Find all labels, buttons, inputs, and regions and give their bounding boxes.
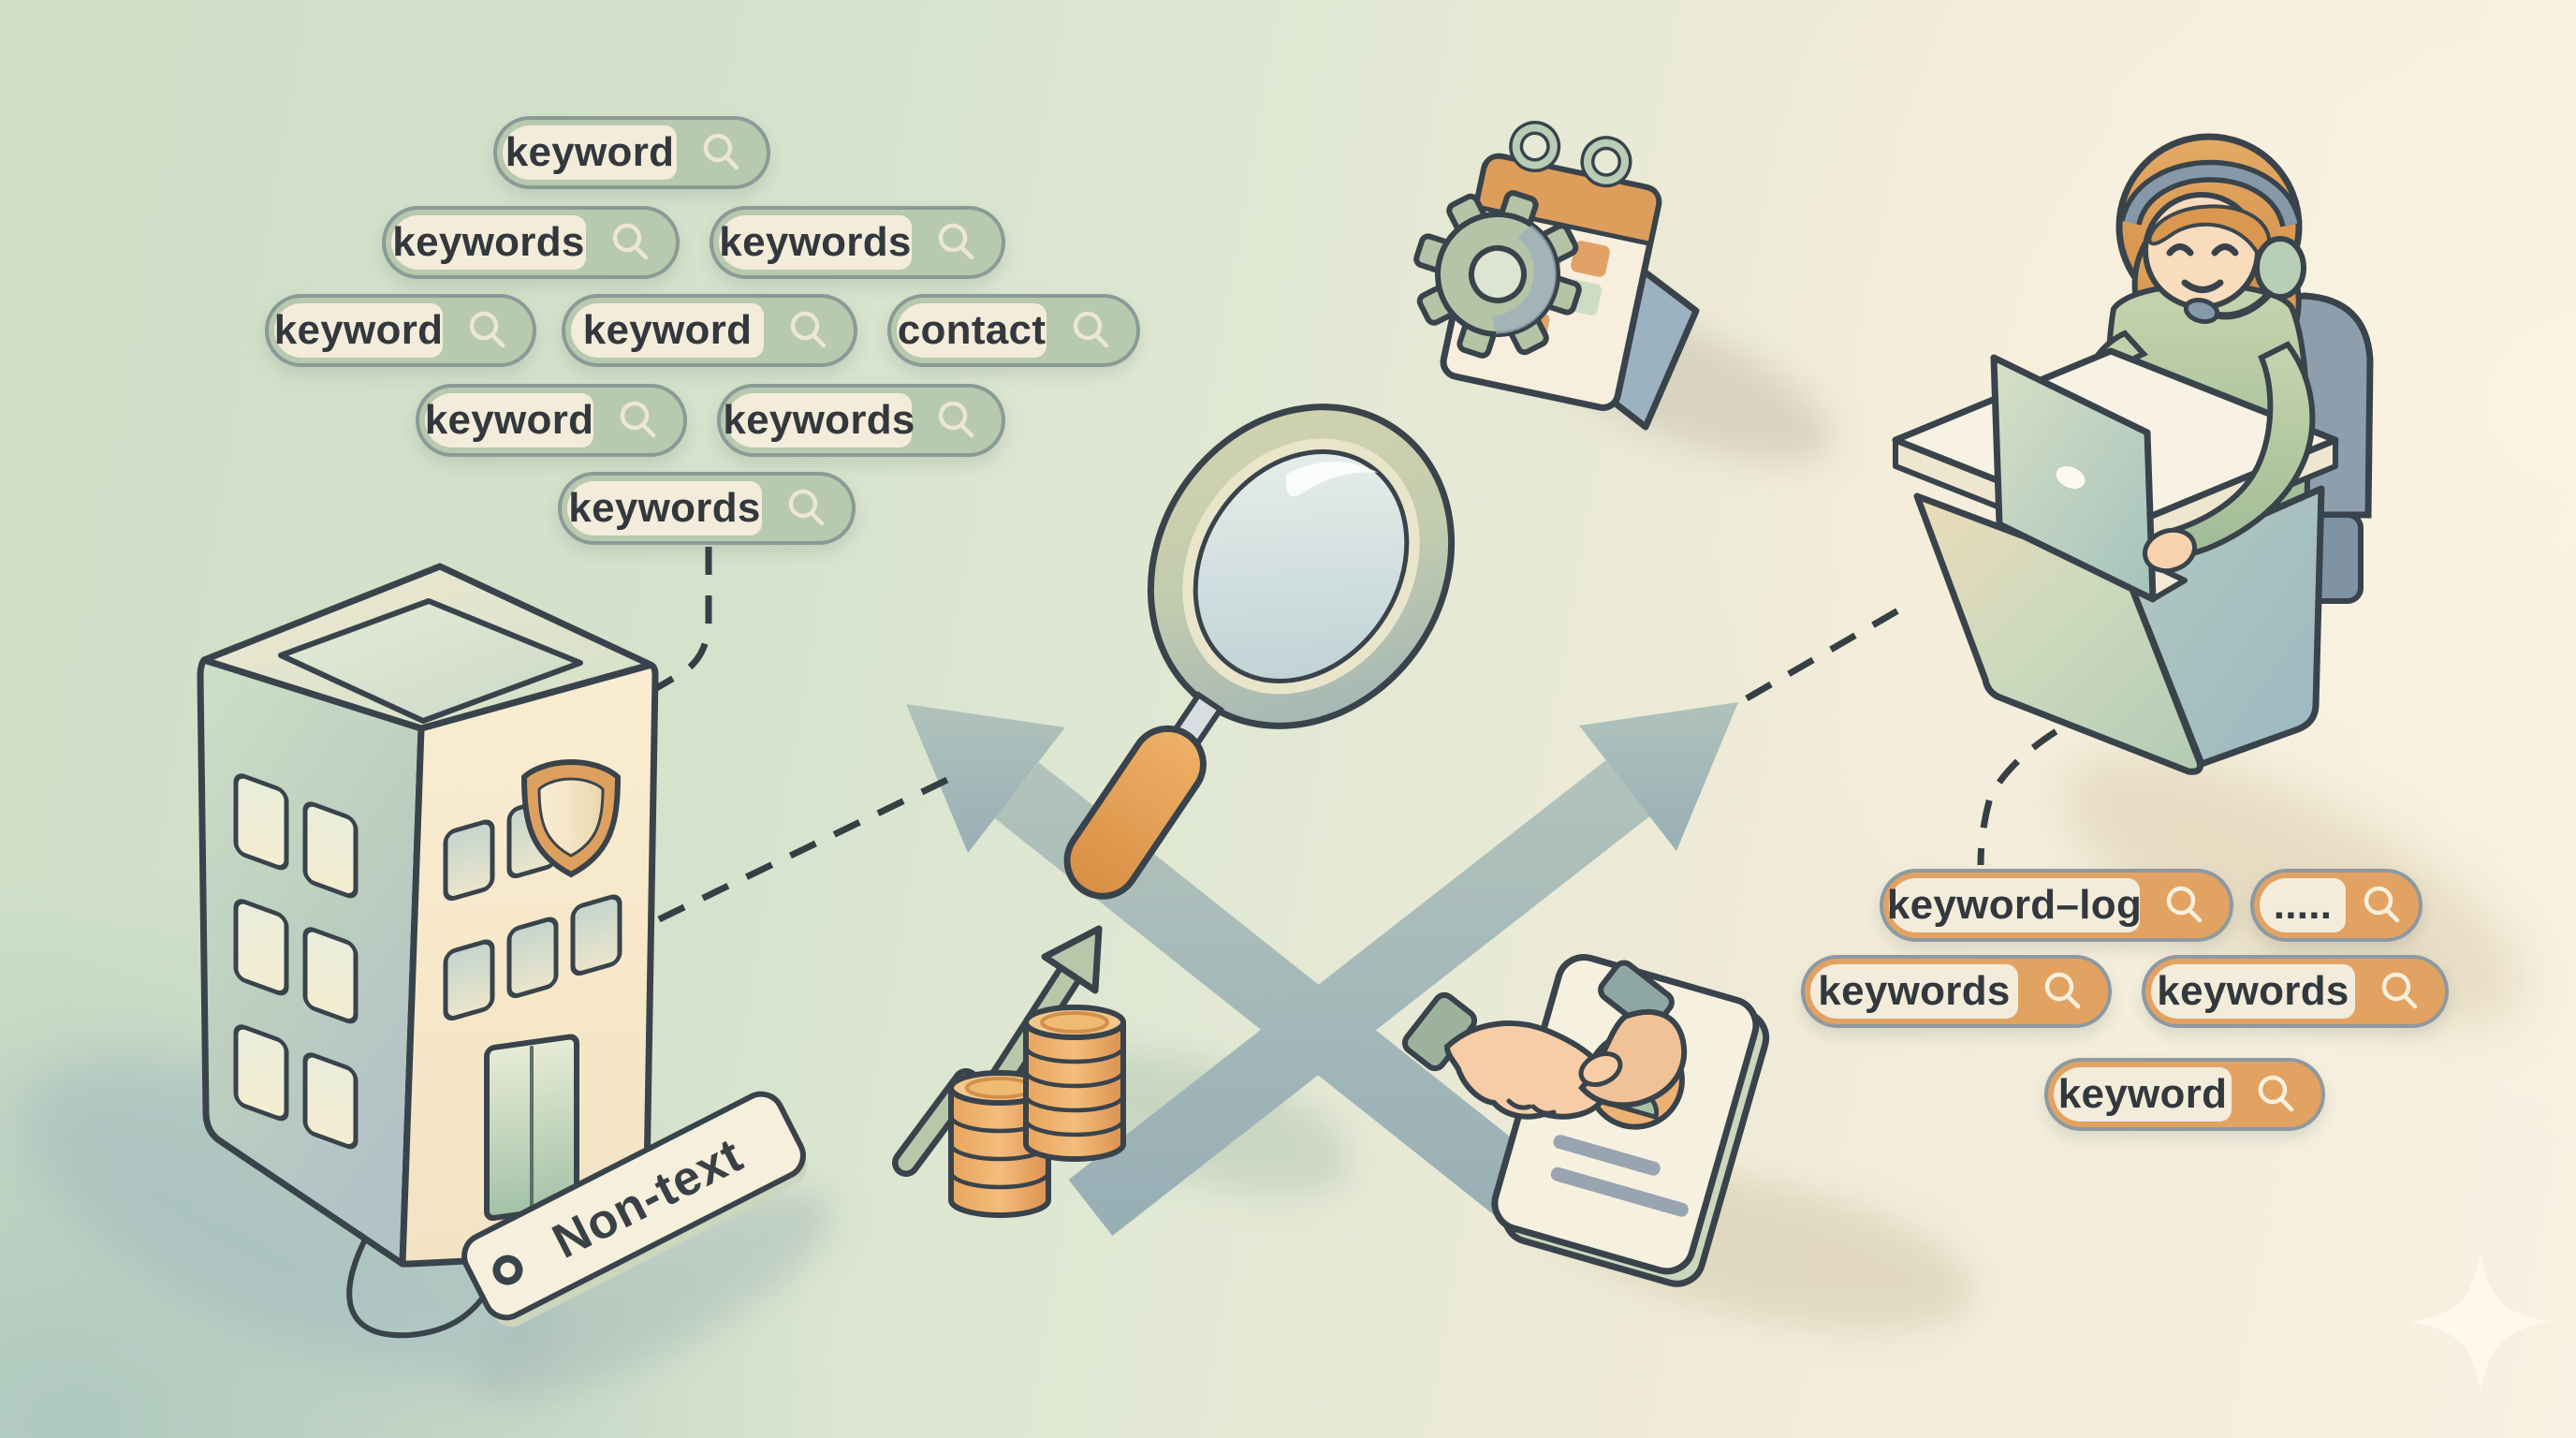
search-pill[interactable]: ..... bbox=[2250, 869, 2422, 942]
coin-stack-tall bbox=[1023, 1005, 1126, 1162]
search-pill-label: keyword–log bbox=[1887, 878, 2142, 932]
search-pill[interactable]: keyword–log bbox=[1880, 869, 2233, 942]
search-icon bbox=[469, 311, 505, 348]
search-pill-label: keywords bbox=[723, 393, 915, 448]
search-pill[interactable]: keyword bbox=[416, 384, 687, 457]
search-icon bbox=[938, 223, 974, 260]
headset-icon bbox=[2119, 159, 2306, 325]
search-pill[interactable]: keywords bbox=[558, 472, 856, 545]
search-pill[interactable]: keyword bbox=[2044, 1058, 2325, 1131]
search-pill[interactable]: keywords bbox=[717, 384, 1005, 457]
agent-hand bbox=[2143, 527, 2197, 574]
tag-string bbox=[346, 1233, 497, 1339]
search-button[interactable] bbox=[2018, 959, 2108, 1024]
search-pill-label: contact bbox=[897, 303, 1046, 358]
search-pill-label: keywords bbox=[2151, 964, 2355, 1019]
search-button[interactable] bbox=[912, 388, 1002, 453]
handshake-icon bbox=[1401, 954, 1770, 1287]
laptop-icon bbox=[1990, 354, 2188, 603]
shield-icon bbox=[520, 758, 622, 878]
search-icon bbox=[938, 401, 974, 438]
search-pill-label: keyword bbox=[2054, 1067, 2232, 1122]
connector-pills-to-building bbox=[640, 547, 712, 700]
search-icon bbox=[620, 401, 656, 438]
search-pill[interactable]: keywords bbox=[1801, 955, 2112, 1028]
search-pill-label: keywords bbox=[719, 215, 912, 270]
search-pill[interactable]: keyword bbox=[562, 294, 857, 367]
search-icon bbox=[2044, 972, 2081, 1009]
search-icon bbox=[2166, 886, 2203, 923]
search-icon bbox=[788, 489, 825, 526]
search-pill[interactable]: keyword bbox=[493, 116, 770, 189]
search-icon bbox=[1073, 311, 1109, 348]
search-button[interactable] bbox=[677, 120, 767, 185]
search-pill-label: keyword bbox=[571, 303, 764, 358]
search-icon bbox=[612, 223, 649, 260]
connector-arrow-to-desk bbox=[1745, 607, 1900, 702]
search-pill-label: keywords bbox=[391, 215, 586, 270]
calendar-icon bbox=[1413, 121, 1700, 431]
calendar-rings bbox=[1509, 121, 1632, 188]
search-button[interactable] bbox=[593, 388, 683, 453]
search-pill[interactable]: keywords bbox=[710, 206, 1005, 279]
search-pill-label: keyword bbox=[425, 393, 593, 448]
sparkle-icon bbox=[2410, 1252, 2551, 1392]
search-pill-label: keywords bbox=[567, 481, 762, 536]
building-icon bbox=[197, 563, 659, 1268]
connector-lines bbox=[640, 547, 2100, 923]
search-button[interactable] bbox=[2355, 959, 2445, 1024]
search-button[interactable] bbox=[912, 210, 1002, 275]
search-button[interactable] bbox=[762, 476, 852, 541]
search-pill[interactable]: contact bbox=[887, 294, 1140, 367]
search-pill[interactable]: keywords bbox=[382, 206, 680, 279]
search-button[interactable] bbox=[764, 298, 854, 363]
gear-icon bbox=[1413, 190, 1582, 359]
search-pill[interactable]: keywords bbox=[2142, 955, 2449, 1028]
coins-icon bbox=[892, 925, 1126, 1218]
search-button[interactable] bbox=[1046, 298, 1136, 363]
search-button[interactable] bbox=[2140, 873, 2230, 938]
building-windows-left bbox=[233, 773, 359, 1150]
search-icon bbox=[790, 311, 827, 348]
search-pill-label: ..... bbox=[2260, 878, 2346, 932]
search-pill-label: keywords bbox=[1810, 964, 2018, 1019]
tag-hole bbox=[487, 1250, 528, 1291]
search-button[interactable] bbox=[443, 298, 533, 363]
search-pill-label: keyword bbox=[503, 125, 677, 180]
search-button[interactable] bbox=[2232, 1062, 2321, 1127]
search-button[interactable] bbox=[586, 210, 676, 275]
search-icon bbox=[2364, 886, 2400, 923]
search-icon bbox=[703, 133, 739, 170]
search-pill[interactable]: keyword bbox=[265, 294, 536, 367]
connector-building-to-arrow bbox=[657, 773, 955, 923]
magnifier-icon bbox=[1063, 404, 1456, 900]
search-icon bbox=[2381, 972, 2418, 1009]
search-pill-label: keyword bbox=[274, 303, 443, 358]
search-icon bbox=[2258, 1075, 2294, 1112]
handshake-hands bbox=[1401, 960, 1688, 1120]
search-button[interactable] bbox=[2346, 873, 2419, 938]
support-agent-icon bbox=[1892, 133, 2374, 775]
